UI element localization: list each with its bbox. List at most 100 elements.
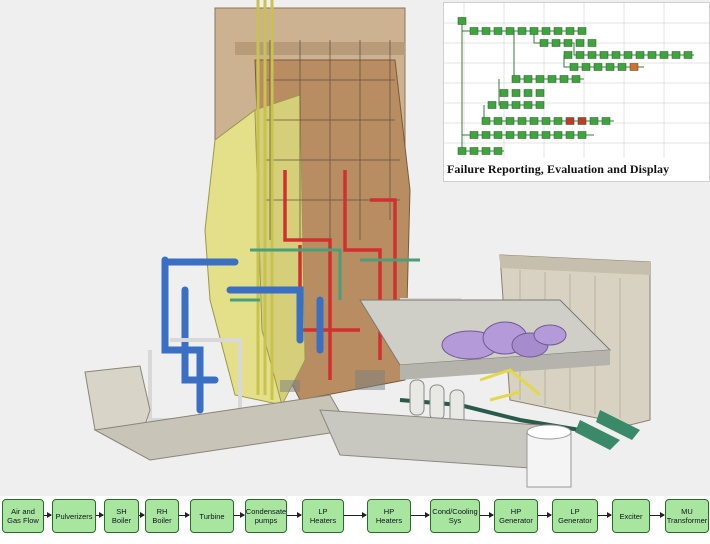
tree-node — [553, 27, 563, 35]
tree-node — [569, 63, 579, 71]
tree-node — [623, 51, 633, 59]
flow-step: Cond/Cooling Sys — [430, 499, 480, 533]
tree-node — [469, 131, 479, 139]
tree-node — [505, 117, 515, 125]
failure-tree-diagram — [444, 3, 709, 158]
tree-node — [553, 117, 563, 125]
tree-node — [577, 131, 587, 139]
flow-step: Air and Gas Flow — [2, 499, 44, 533]
failure-reporting-panel — [443, 2, 710, 182]
tree-node — [481, 147, 491, 155]
tree-node — [589, 117, 599, 125]
tree-node — [647, 51, 657, 59]
tree-node — [499, 101, 509, 109]
tree-node — [523, 75, 533, 83]
flow-arrow — [234, 512, 245, 518]
tree-node — [457, 147, 467, 155]
tree-node — [493, 27, 503, 35]
flow-step: HP Heaters — [367, 499, 411, 533]
steam-risers — [256, 0, 274, 400]
tree-node — [511, 101, 521, 109]
blue-pipes — [161, 256, 324, 414]
tree-node — [529, 117, 539, 125]
tree-node — [535, 75, 545, 83]
tree-node — [481, 131, 491, 139]
tree-node — [659, 51, 669, 59]
flow-step: LP Heaters — [302, 499, 344, 533]
tree-node — [511, 75, 521, 83]
flow-arrow — [411, 512, 430, 518]
tree-node — [563, 51, 573, 59]
tree-node — [529, 27, 539, 35]
tree-node — [505, 131, 515, 139]
tree-node — [565, 27, 575, 35]
tree-node — [565, 131, 575, 139]
tree-node — [611, 51, 621, 59]
flow-arrow — [650, 512, 665, 518]
tree-node — [541, 27, 551, 35]
tree-node — [553, 131, 563, 139]
flow-arrow — [139, 512, 145, 518]
tree-node — [481, 27, 491, 35]
tree-node — [565, 117, 575, 125]
tree-node — [493, 147, 503, 155]
tree-node — [551, 39, 561, 47]
tree-node — [541, 131, 551, 139]
flow-arrow — [480, 512, 494, 518]
tree-node — [571, 75, 581, 83]
flow-arrow — [44, 512, 52, 518]
flow-arrow — [344, 512, 367, 518]
flow-step: Exciter — [612, 499, 650, 533]
flow-arrow — [96, 512, 104, 518]
inset-caption: Failure Reporting, Evaluation and Displa… — [447, 162, 670, 176]
tree-node — [577, 27, 587, 35]
tree-node — [535, 89, 545, 97]
flow-step: MU Transformer — [665, 499, 709, 533]
tree-node — [469, 147, 479, 155]
tree-node — [601, 117, 611, 125]
tree-node — [517, 117, 527, 125]
tree-node — [605, 63, 615, 71]
turbine-set — [441, 321, 567, 360]
tree-node — [499, 89, 509, 97]
tree-node — [581, 63, 591, 71]
tree-node — [493, 131, 503, 139]
flow-arrow — [179, 512, 190, 518]
tree-node — [683, 51, 693, 59]
tree-node — [575, 51, 585, 59]
tree-node — [493, 117, 503, 125]
tree-node — [457, 17, 467, 25]
tree-node — [599, 51, 609, 59]
tree-node — [523, 101, 533, 109]
storage-tank — [526, 424, 572, 488]
flow-step: Pulverizers — [52, 499, 96, 533]
tree-node — [469, 27, 479, 35]
tree-node — [547, 75, 557, 83]
tree-node — [511, 89, 521, 97]
tree-node — [517, 131, 527, 139]
tree-node — [593, 63, 603, 71]
flow-step: RH Boiler — [145, 499, 179, 533]
tree-node — [563, 39, 573, 47]
tree-node — [517, 27, 527, 35]
flow-step: SH Boiler — [104, 499, 139, 533]
flow-arrow — [598, 512, 612, 518]
tree-node — [671, 51, 681, 59]
flow-arrow — [538, 512, 552, 518]
tree-node — [539, 39, 549, 47]
tree-node — [577, 117, 587, 125]
tree-node — [559, 75, 569, 83]
flow-step: Turbine — [190, 499, 234, 533]
tree-node — [529, 131, 539, 139]
tree-node — [535, 101, 545, 109]
tree-node — [635, 51, 645, 59]
flow-step: HP Generator — [494, 499, 538, 533]
tree-node — [617, 63, 627, 71]
tree-node — [487, 101, 497, 109]
flow-arrow — [287, 512, 302, 518]
tree-node — [575, 39, 585, 47]
tree-node — [587, 51, 597, 59]
tree-node — [541, 117, 551, 125]
tree-node — [523, 89, 533, 97]
